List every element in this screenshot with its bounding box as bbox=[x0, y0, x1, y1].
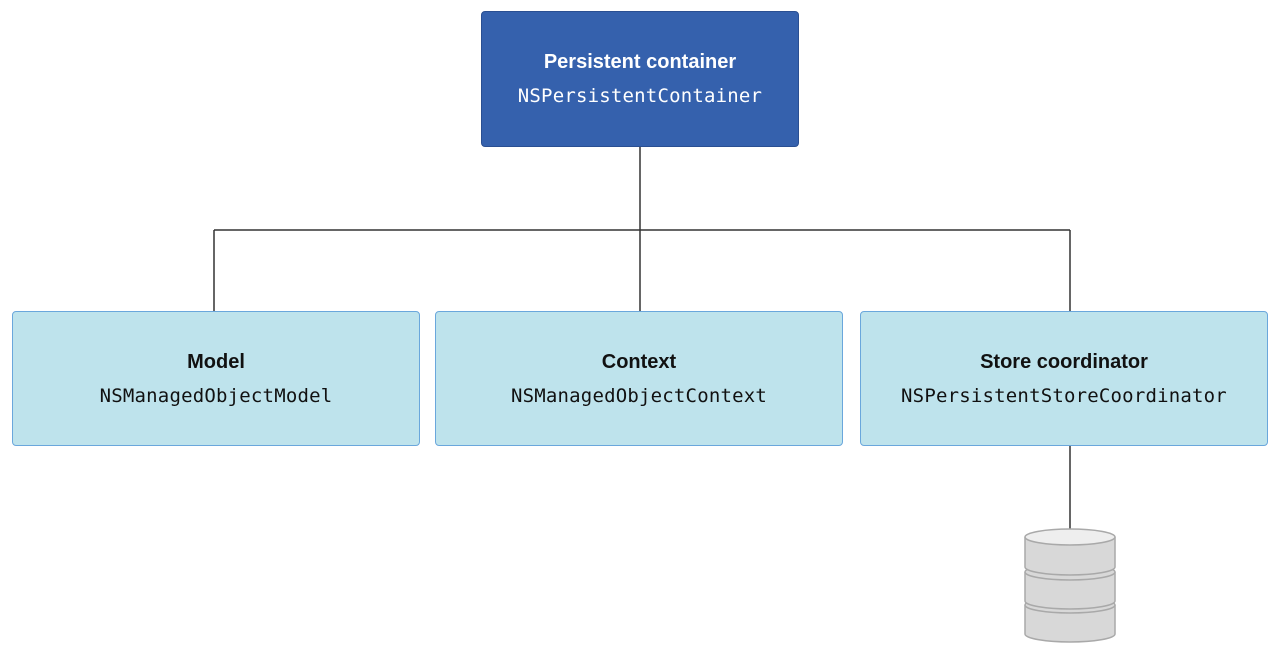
store-coordinator-class-name: NSPersistentStoreCoordinator bbox=[901, 384, 1227, 407]
model-title: Model bbox=[187, 350, 245, 373]
context-title: Context bbox=[601, 350, 677, 373]
persistent-container-class-name: NSPersistentContainer bbox=[517, 85, 763, 107]
persistent-container-title: Persistent container bbox=[543, 51, 737, 73]
store-coordinator-title: Store coordinator bbox=[980, 350, 1148, 373]
database-icon bbox=[1024, 528, 1116, 643]
context-box: Context NSManagedObjectContext bbox=[435, 311, 843, 446]
context-class-name: NSManagedObjectContext bbox=[510, 384, 768, 407]
store-coordinator-box: Store coordinator NSPersistentStoreCoord… bbox=[860, 311, 1268, 446]
persistent-container-box: Persistent container NSPersistentContain… bbox=[481, 11, 799, 147]
model-class-name: NSManagedObjectModel bbox=[99, 384, 333, 407]
model-box: Model NSManagedObjectModel bbox=[12, 311, 420, 446]
